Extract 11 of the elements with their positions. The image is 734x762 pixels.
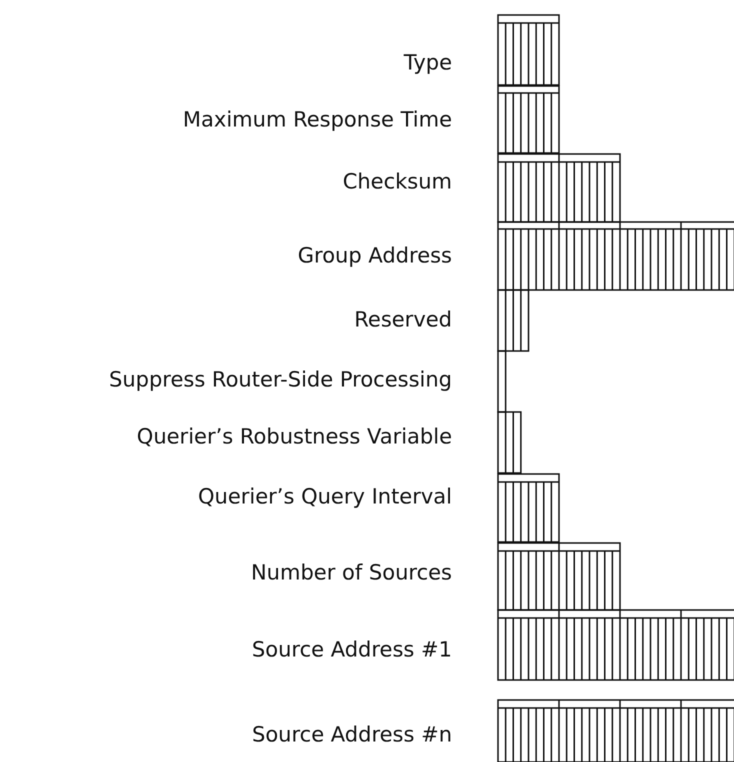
field-name: Source Address #1 — [252, 637, 452, 663]
field-name: Maximum Response Time — [182, 107, 452, 133]
field-name: Type — [404, 50, 452, 76]
field-name: Querier’s Robustness Variable — [136, 424, 452, 450]
field-name: Group Address — [298, 243, 452, 269]
field-name: Suppress Router-Side Processing — [108, 367, 452, 393]
field-name: Querier’s Query Interval — [198, 484, 452, 510]
field-name: Checksum — [342, 169, 452, 195]
field-name: Source Address #n — [252, 722, 452, 748]
field-name: Number of Sources — [250, 560, 452, 586]
field-name: Reserved — [354, 307, 452, 333]
